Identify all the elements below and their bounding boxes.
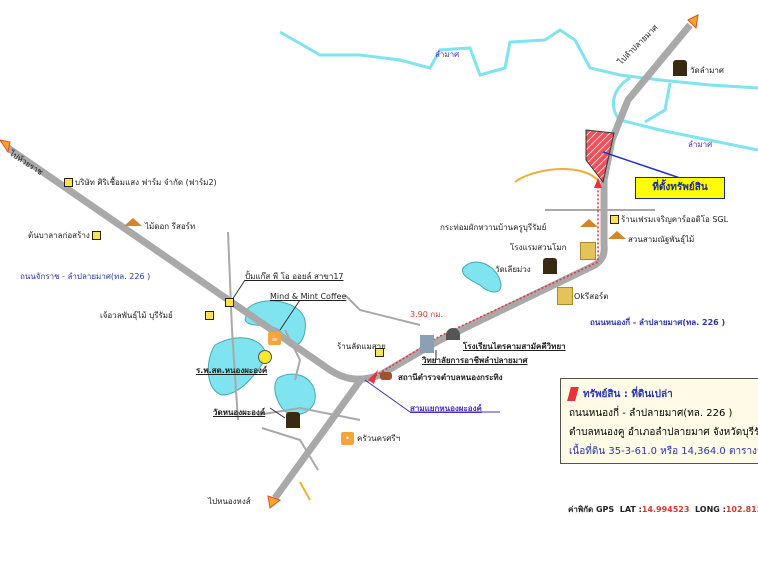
arrow-icon [0, 139, 11, 154]
label-wat-nong: วัดหนองผะองค์ [213, 408, 266, 417]
police-icon [380, 372, 392, 380]
lat-label: LAT : [619, 505, 642, 514]
cafe-icon: ☕ [268, 332, 281, 345]
lake [461, 261, 502, 293]
label-sweet-corn: กระท่อมผักหวานบ้านครูบุรีรัมย์ [440, 223, 547, 232]
lat-value: 14.994523 [641, 505, 690, 514]
label-junction: สามแยกหนองผะองค์ [410, 404, 482, 413]
gas-station-icon [225, 298, 234, 307]
label-road-226-east: ถนนหนองกี่ - ลำปลายมาศ(ทล. 226 ) [590, 318, 726, 327]
long-value: 102.812041 [725, 505, 758, 514]
label-mind-mint-coffee: Mind & Mint Coffee [270, 292, 347, 301]
temple-icon [286, 412, 300, 428]
label-college: วิทยาลัยการอาชีพลำปลายมาศ [422, 356, 528, 365]
direction-arrows [0, 14, 699, 509]
label-wat-lam-mat: วัดลำมาศ [690, 66, 724, 75]
garden-icon [608, 231, 626, 239]
label-ok-resort: Okรีสอร์ต [574, 292, 609, 301]
label-school: โรงเรียนไตรคามสามัคคีวิทยา [463, 342, 566, 351]
legend-title: ทรัพย์สิน : ที่ดินเปล่า [583, 389, 673, 400]
poi-icon [205, 311, 214, 320]
callout-lines [231, 279, 437, 419]
label-hotel: โรงแรมสวนโมก [510, 243, 567, 252]
label-mai-dok-resort: ไม้ดอก รีสอร์ท [145, 222, 196, 231]
poi-icon [64, 178, 73, 187]
poi-icon [610, 215, 619, 224]
label-river: ลำมาศ [688, 140, 713, 149]
poi-icon [92, 231, 101, 240]
arrow-icon [687, 14, 699, 30]
river-branch-2 [644, 82, 672, 124]
label-health-center: ร.พ.สต.หนองผะองค์ [196, 366, 268, 375]
label-wat-lia: วัดเลียม่วง [495, 265, 531, 274]
label-garden: สวนสามณัฐพันธุ์ไม้ [628, 235, 695, 244]
label-road-226-west: ถนนจักราช - ลำปลายมาศ(ทล. 226 ) [20, 272, 151, 281]
road-south [272, 375, 365, 501]
label-police: สถานีตำรวจตำบลหนองกระทิง [398, 373, 503, 382]
long-label: LONG : [694, 505, 726, 514]
label-kitchen: ครัวนครศรีฯ [357, 434, 401, 443]
rivers [279, 28, 758, 152]
legend-road: ถนนหนองกี่ - ลำปลายมาศ(ทล. 226 ) [569, 408, 733, 419]
poi-icon [375, 348, 384, 357]
restaurant-icon: • [341, 432, 354, 445]
label-river: ลำมาศ [435, 50, 460, 59]
gps-coordinates: ค่าพิกัด GPS LAT :14.994523 LONG :102.81… [568, 503, 758, 516]
label-to-nong-hong: ไปหนองหงส์ [208, 497, 251, 506]
route-arrow-end [594, 178, 602, 188]
label-ton-phayom: ต้นบาลาลก่อสร้าง [28, 231, 90, 240]
road-226 [6, 22, 693, 383]
property-legend: ทรัพย์สิน : ที่ดินเปล่า ถนนหนองกี่ - ลำป… [560, 378, 758, 464]
temple-icon [543, 258, 557, 274]
parcel-icon [567, 387, 579, 401]
main-roads [6, 22, 693, 501]
route-arrow-start [368, 370, 378, 384]
school-icon [446, 328, 460, 340]
property-pointer [602, 151, 681, 179]
property-location-tag: ที่ตั้งทรัพย์สิน [635, 177, 725, 199]
property-parcel [585, 129, 615, 184]
hotel-icon [557, 287, 573, 305]
label-frame-shop: ร้านเฟรมเจริญคาร์ออดิโอ SGL [621, 215, 729, 224]
route-line [371, 185, 599, 379]
label-company: บริษัท ศิริเชื้อมแสง ฟาร์ม จำกัด (ฟาร์ม2… [75, 178, 217, 187]
legend-area: เนื้อที่ดิน 35-3-61.0 หรือ 14,364.0 ตารา… [569, 446, 758, 457]
temple-icon [673, 60, 687, 76]
label-plant-shop: เจ้อวลพันธุ์ไม้ บุรีรัมย์ [100, 311, 173, 320]
minor-roads [227, 168, 655, 501]
label-shop: ร้านลัดแมสาย [337, 342, 386, 351]
hotel-icon [580, 242, 596, 260]
resort-icon [124, 218, 142, 226]
lake [274, 373, 316, 416]
junction-pointer [364, 379, 411, 413]
label-ptt-station: ปั้มแก๊ส พี โอ ออยล์ สาขา17 [245, 272, 344, 281]
hospital-icon [258, 350, 272, 364]
label-distance: 3.90 กม. [410, 310, 444, 319]
lake [207, 337, 266, 396]
lakes [207, 261, 502, 416]
gps-label: ค่าพิกัด GPS [568, 505, 615, 514]
legend-address: ตำบลหนองคู อำเภอลำปลายมาศ จังหวัดบุรีรัม… [569, 427, 758, 438]
college-icon [420, 335, 434, 353]
shop-icon [580, 219, 598, 227]
arrow-icon [267, 495, 282, 509]
river-lam-mat [279, 28, 758, 90]
